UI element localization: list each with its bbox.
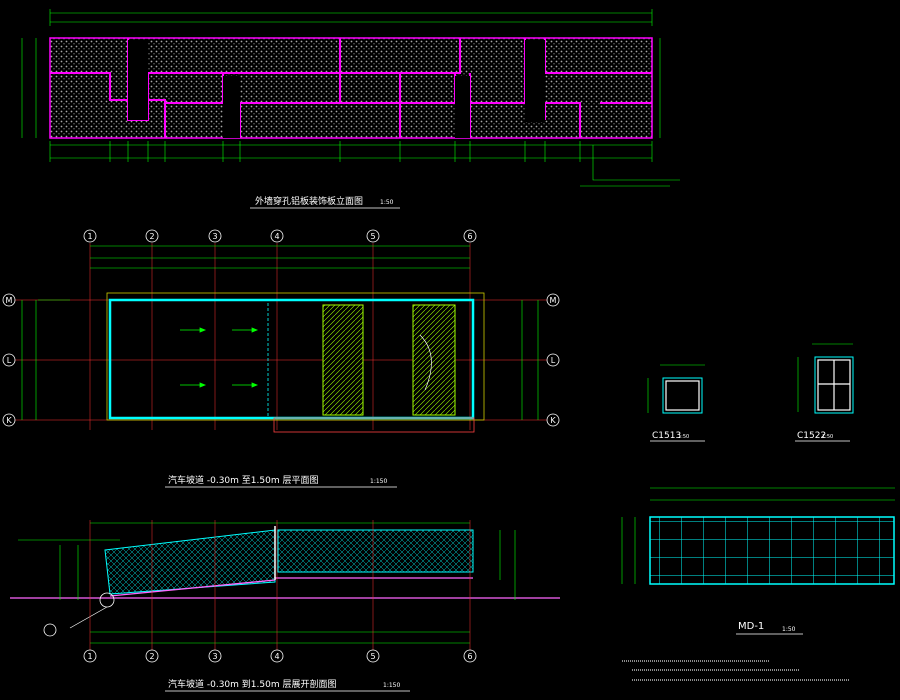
section-axis-bubble-2: 2: [145, 649, 159, 663]
plan-axis-bubble-row-K-right: K: [546, 413, 560, 427]
svg-text:6: 6: [467, 232, 472, 241]
svg-text:5: 5: [370, 232, 375, 241]
svg-text:K: K: [6, 416, 12, 425]
plan-axis-bubble-col-2: 2: [145, 229, 159, 243]
svg-text:4: 4: [274, 232, 279, 241]
svg-text:1: 1: [87, 652, 92, 661]
svg-text:L: L: [7, 356, 12, 365]
svg-text:L: L: [551, 356, 556, 365]
section-axis-bubble-5: 5: [366, 649, 380, 663]
section-axis-bubble-1: 1: [83, 649, 97, 663]
section-ramp-mesh: [104, 529, 276, 595]
plan-scale: 1:150: [370, 478, 387, 485]
plan-axis-bubble-col-5: 5: [366, 229, 380, 243]
section-flat-mesh: [277, 529, 474, 573]
svg-text:K: K: [550, 416, 556, 425]
svg-text:2: 2: [149, 652, 154, 661]
door-md1-drawing: MD-1 1:50: [621, 487, 895, 635]
ramp-hatch-right: [412, 304, 456, 416]
plan-axis-bubble-col-1: 1: [83, 229, 97, 243]
window-c1513-drawing: C1513 1:50: [647, 364, 705, 442]
plan-axis-bubble-row-K-left: K: [2, 413, 16, 427]
elevation-drawing: 外墙穿孔铝板装饰板立面图 1:50: [21, 9, 680, 209]
svg-text:M: M: [6, 296, 13, 305]
window-c1522-drawing: C1522 1:50: [795, 343, 854, 442]
section-drawing: 1 2 3 4 5 6 汽车坡道 -0.30m 到1.50m 层展开剖面图 1:150: [10, 520, 560, 692]
plan-title: 汽车坡道 -0.30m 至1.50m 层平面图: [168, 474, 318, 486]
section-title: 汽车坡道 -0.30m 到1.50m 层展开剖面图: [168, 678, 336, 690]
notes-block: [622, 660, 850, 681]
perforated-panel: [49, 37, 653, 139]
elevation-title: 外墙穿孔铝板装饰板立面图: [255, 195, 363, 207]
window-b-scale: 1:50: [822, 434, 833, 440]
section-scale: 1:150: [383, 682, 400, 689]
elevation-scale: 1:50: [380, 199, 394, 206]
ramp-hatch-left: [322, 304, 364, 416]
plan-axis-bubble-col-3: 3: [208, 229, 222, 243]
section-axis-bubble-4: 4: [270, 649, 284, 663]
window-a-scale: 1:50: [678, 434, 689, 440]
plan-axis-bubble-row-M-right: M: [546, 293, 560, 307]
window-b-label: C1522: [797, 431, 826, 441]
section-axis-bubble-3: 3: [208, 649, 222, 663]
svg-text:1: 1: [87, 232, 92, 241]
door-grid: [649, 516, 895, 585]
section-axis-bubble-6: 6: [463, 649, 477, 663]
window-a-label: C1513: [652, 431, 681, 441]
svg-text:4: 4: [274, 652, 279, 661]
plan-axis-bubble-row-M-left: M: [2, 293, 16, 307]
door-scale: 1:50: [782, 626, 796, 633]
svg-text:6: 6: [467, 652, 472, 661]
svg-text:2: 2: [149, 232, 154, 241]
plan-axis-bubble-row-L-right: L: [546, 353, 560, 367]
svg-text:M: M: [550, 296, 557, 305]
svg-text:3: 3: [212, 652, 217, 661]
svg-text:3: 3: [212, 232, 217, 241]
plan-axis-bubble-col-4: 4: [270, 229, 284, 243]
plan-axis-bubble-col-6: 6: [463, 229, 477, 243]
plan-axis-bubble-row-L-left: L: [2, 353, 16, 367]
plan-drawing: 1 2 3 4 5 6M M L L K K 汽车坡道 -0.30m 至1.50m 层平面图 1:1…: [2, 229, 560, 488]
svg-text:5: 5: [370, 652, 375, 661]
door-label: MD-1: [738, 621, 764, 632]
